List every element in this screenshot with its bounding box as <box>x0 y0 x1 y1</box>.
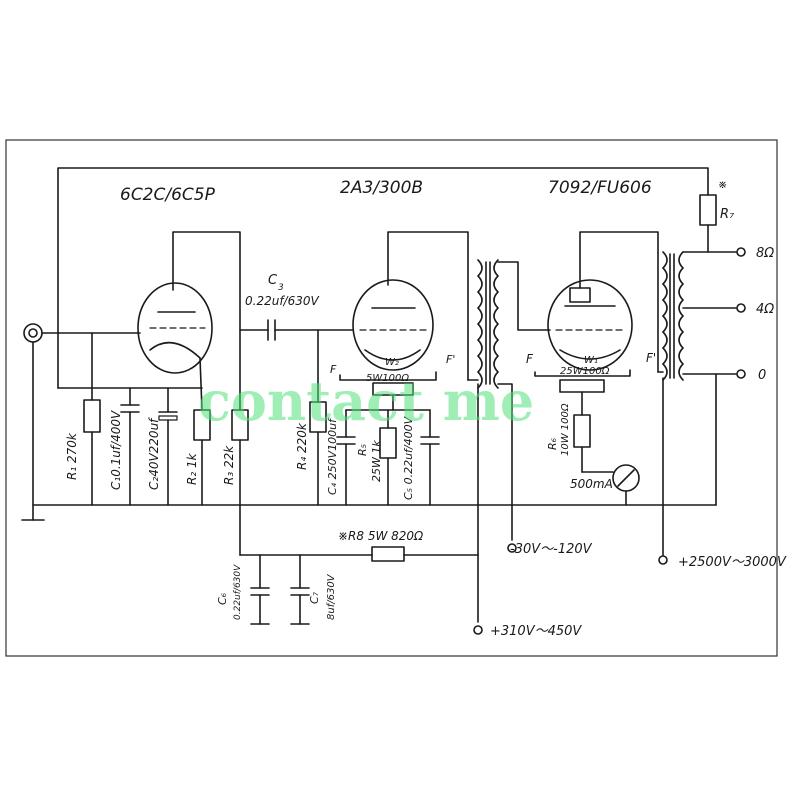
c1-label: C₁0.1uf/400V <box>109 410 123 490</box>
r3-label: R₃ 22k <box>222 445 236 485</box>
c7-value: 8uf/630V <box>326 573 337 620</box>
capacitor-c5 <box>420 409 440 506</box>
drawing-border <box>5 139 778 657</box>
pin-f-left-3: F <box>526 352 534 366</box>
resistor-r1 <box>83 332 101 506</box>
tube-v2-label: 2A3/300B <box>340 178 423 198</box>
feedback-top-wire <box>57 167 709 389</box>
capacitor-c2 <box>158 387 178 506</box>
capacitor-c6 <box>250 554 270 625</box>
capacitor-c7 <box>290 554 310 625</box>
r7-star: ※ <box>718 178 727 191</box>
output-transformer <box>657 247 746 565</box>
supply-hv: +2500V～3000V <box>678 555 787 570</box>
c3-label: C <box>268 273 278 288</box>
tube-v3-label: 7092/FU606 <box>548 178 652 198</box>
capacitor-c4 <box>336 409 356 506</box>
r6-label: R₆ <box>546 437 559 450</box>
watermark: contact me <box>198 369 534 433</box>
r5-value: 25W 1k <box>370 440 383 482</box>
output-tap-0: 0 <box>758 368 766 383</box>
meter-label: 500mA <box>570 477 613 491</box>
c4-label: C₄ 250V100uf <box>326 417 339 495</box>
interstage-transformer <box>467 259 551 553</box>
w1-label: W₁ <box>584 355 598 366</box>
resistor-r5 <box>345 409 431 506</box>
w2-value: 5W100Ω <box>366 373 409 384</box>
supply-b-plus: +310V～450V <box>490 624 582 639</box>
output-tap-8: 8Ω <box>756 246 774 261</box>
resistor-r7 <box>699 194 717 253</box>
r1-label: R₁ 270k <box>65 432 79 480</box>
output-tap-4: 4Ω <box>756 302 774 317</box>
r4-label: R₄ 220k <box>295 422 309 470</box>
potentiometer-w2 <box>339 371 437 411</box>
resistor-r6 <box>573 414 614 473</box>
r8-label: ※R8 5W 820Ω <box>338 529 424 543</box>
input-jack <box>23 323 141 521</box>
w2-label: W₂ <box>385 357 399 368</box>
c5-label: C₅ 0.22uf/400V <box>402 415 415 500</box>
capacitor-c1 <box>120 387 140 506</box>
c3-value: 0.22uf/630V <box>245 294 319 308</box>
r7-label: R₇ <box>720 207 735 222</box>
r2-label: R₂ 1k <box>185 452 199 485</box>
tube-v1-label: 6C2C/6C5P <box>120 185 216 205</box>
c2-label: C₂40V220uf <box>147 417 161 490</box>
c3-sub: 3 <box>278 283 284 293</box>
capacitor-c3 <box>239 319 353 341</box>
pin-f-right-3: F' <box>646 351 656 365</box>
pin-f-left-2: F <box>330 363 337 376</box>
c6-value: 0.22uf/630V <box>233 564 243 620</box>
ammeter <box>612 464 640 506</box>
resistor-r3 <box>231 409 249 506</box>
pin-f-right-2: F' <box>446 353 455 366</box>
w1-value: 25W100Ω <box>560 366 610 377</box>
tube-v2 <box>352 231 469 381</box>
r5-label: R₅ <box>356 444 369 456</box>
r6-value: 10W 100Ω <box>560 403 571 456</box>
tube-v3 <box>547 231 659 373</box>
b-plus-wiring <box>239 383 479 623</box>
c6-label: C₆ <box>216 592 229 605</box>
resistor-r2 <box>193 409 211 506</box>
c7-label: C₇ <box>308 591 321 604</box>
supply-bias: -30V～-120V <box>510 542 593 557</box>
tube-v1 <box>137 231 241 411</box>
potentiometer-w1 <box>534 369 631 416</box>
resistor-r4 <box>309 329 327 506</box>
